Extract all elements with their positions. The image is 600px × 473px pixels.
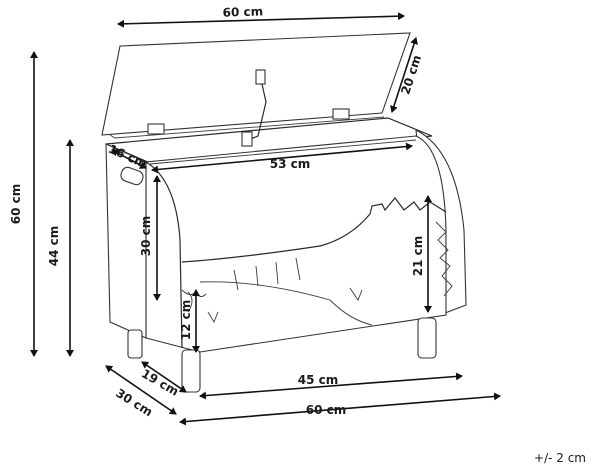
label-body-height: 44 cm (47, 226, 61, 267)
leg-front-right (417, 317, 437, 359)
leg-front-left (181, 349, 201, 393)
crocodile-illustration (181, 197, 453, 326)
hinge-right (332, 108, 350, 120)
label-croc-height: 21 cm (411, 236, 425, 277)
dimension-arrows (30, 12, 501, 426)
label-total-height: 60 cm (9, 184, 23, 225)
hinge-left (147, 123, 165, 135)
front-panel (145, 135, 447, 353)
label-lid-width: 60 cm (222, 4, 263, 19)
label-inner-width: 53 cm (270, 157, 311, 171)
label-front-height: 30 cm (139, 216, 153, 257)
chest-drawing (101, 32, 467, 393)
leg-back-left (127, 329, 143, 359)
tolerance-note: +/- 2 cm (534, 451, 586, 465)
label-base-width: 60 cm (306, 403, 347, 417)
label-leg-span: 45 cm (298, 373, 339, 387)
label-base-depth: 30 cm (113, 386, 155, 419)
label-leg-height: 12 cm (179, 300, 193, 341)
handle-hole (120, 166, 144, 186)
label-lid-depth: 20 cm (398, 53, 424, 96)
